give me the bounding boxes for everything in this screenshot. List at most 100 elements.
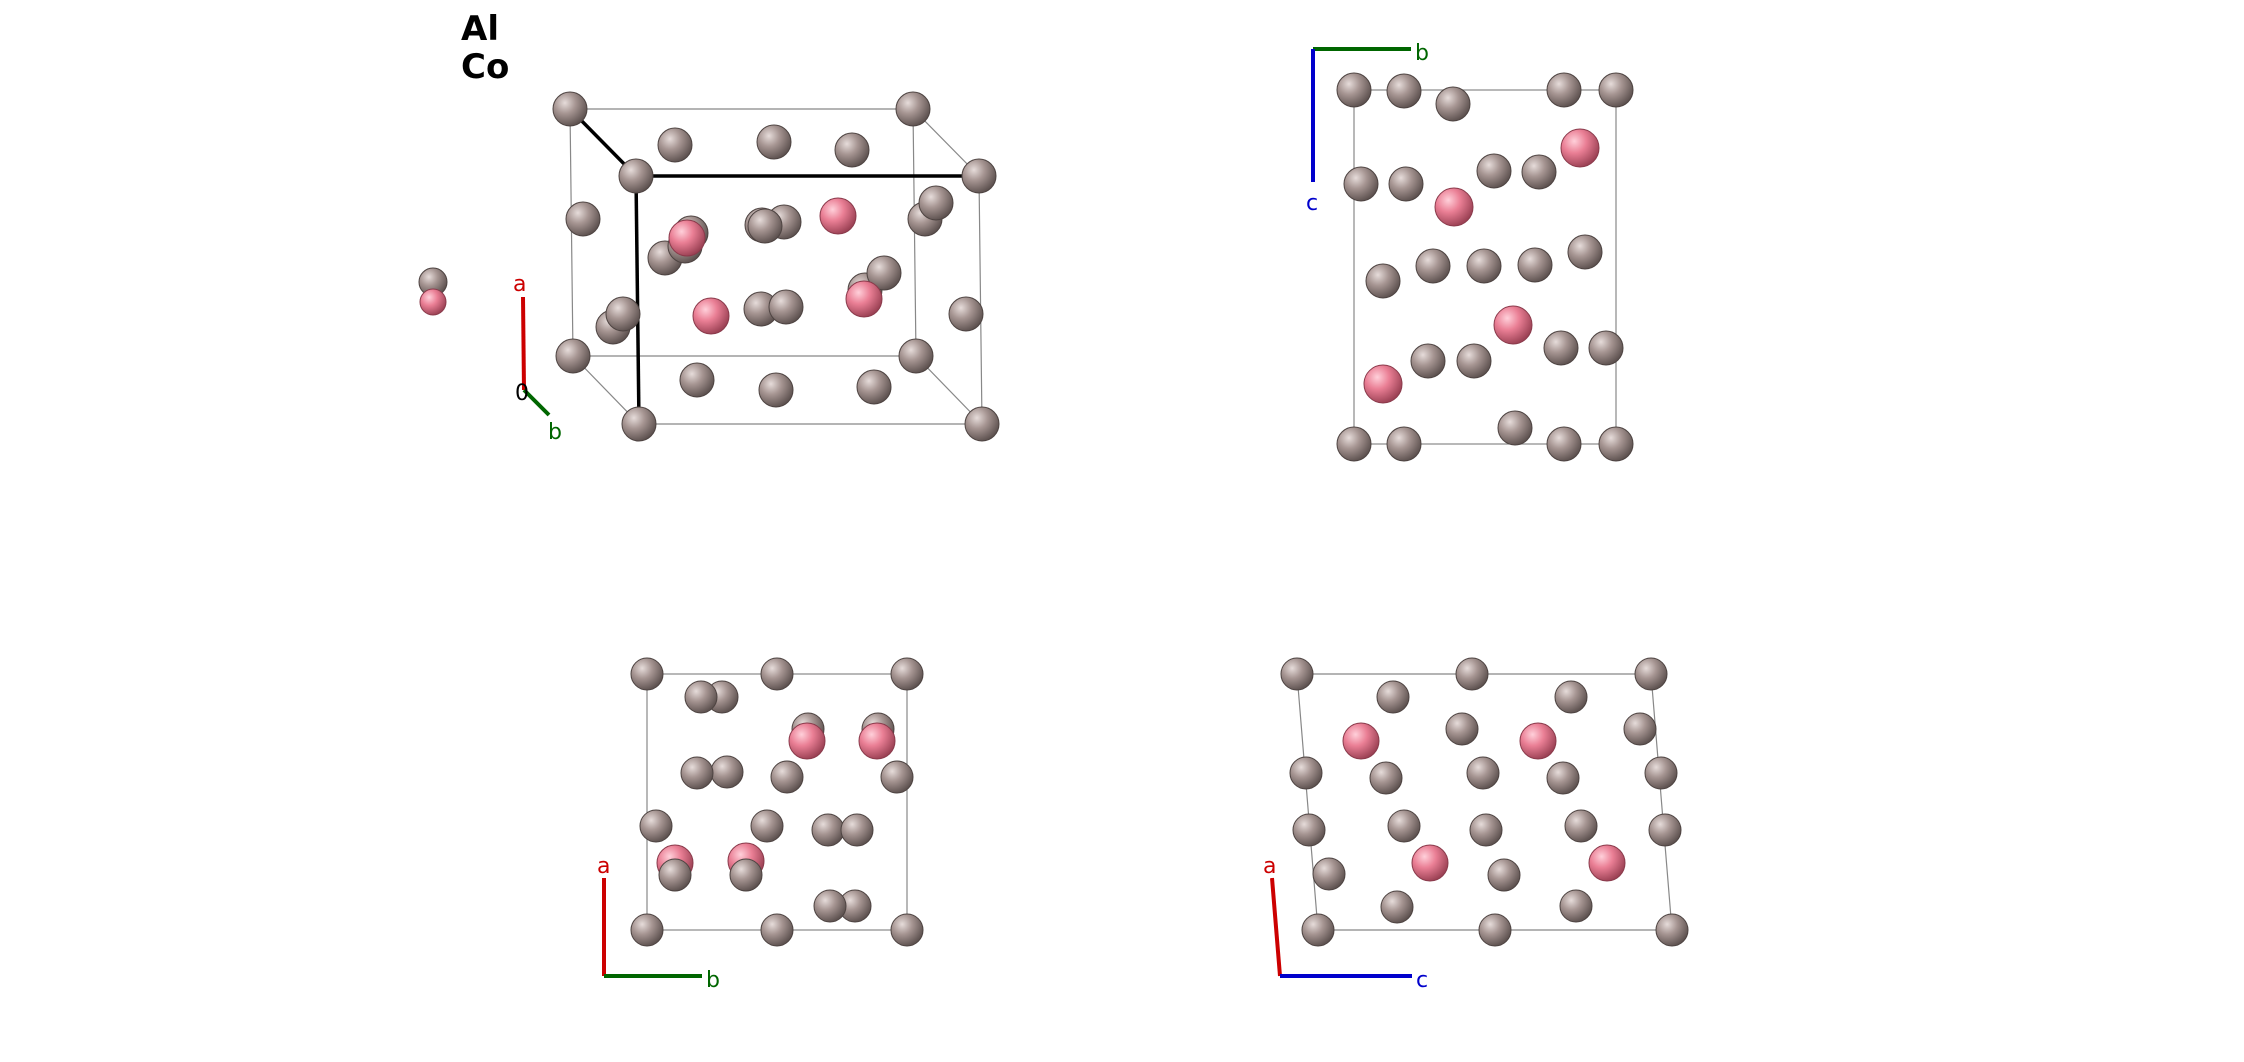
atom-al bbox=[1517, 247, 1553, 283]
atom-al bbox=[813, 889, 847, 923]
atom-al bbox=[1588, 330, 1624, 366]
atom-al bbox=[1343, 166, 1379, 202]
atom-al bbox=[1546, 72, 1582, 108]
atom-al bbox=[1476, 153, 1512, 189]
atom-al bbox=[657, 127, 693, 163]
axis-label-a: a bbox=[513, 272, 526, 297]
atom-al bbox=[1292, 813, 1326, 847]
atom-al bbox=[1648, 813, 1682, 847]
axis-label-b: b bbox=[706, 968, 720, 993]
atom-al bbox=[1559, 889, 1593, 923]
atom-al bbox=[1564, 809, 1598, 843]
atom-al bbox=[1380, 890, 1414, 924]
atom-al bbox=[552, 91, 588, 127]
atom-al bbox=[1336, 72, 1372, 108]
atom-co bbox=[788, 722, 826, 760]
atom-co bbox=[419, 288, 447, 316]
atom-al bbox=[684, 680, 718, 714]
atom-al bbox=[1365, 263, 1401, 299]
atom-al bbox=[1478, 913, 1512, 947]
atom-al bbox=[1289, 756, 1323, 790]
atom-al bbox=[1387, 809, 1421, 843]
atom-al bbox=[1521, 154, 1557, 190]
atom-co bbox=[1411, 844, 1449, 882]
atom-al bbox=[1466, 248, 1502, 284]
atom-al bbox=[621, 406, 657, 442]
atom-al bbox=[630, 657, 664, 691]
atom-co bbox=[668, 219, 706, 257]
atom-al bbox=[918, 185, 954, 221]
axis-label-c: c bbox=[1416, 968, 1428, 993]
atom-al bbox=[866, 255, 902, 291]
atom-co bbox=[1342, 722, 1380, 760]
atom-al bbox=[856, 369, 892, 405]
atom-al bbox=[747, 208, 783, 244]
atom-al bbox=[1376, 680, 1410, 714]
atom-al bbox=[729, 858, 763, 892]
axis-label-b: b bbox=[548, 420, 562, 445]
atom-al bbox=[618, 158, 654, 194]
atom-al bbox=[1634, 657, 1668, 691]
atom-al bbox=[1415, 248, 1451, 284]
atom-al bbox=[1369, 761, 1403, 795]
atom-al bbox=[1435, 86, 1471, 122]
atom-al bbox=[768, 289, 804, 325]
atom-al bbox=[898, 338, 934, 374]
atom-al bbox=[890, 657, 924, 691]
atom-al bbox=[895, 91, 931, 127]
atom-al bbox=[1469, 813, 1503, 847]
atom-al bbox=[1546, 761, 1580, 795]
atom-al bbox=[1280, 657, 1314, 691]
atom-al bbox=[1623, 712, 1657, 746]
axis-triad-b-c: b c bbox=[1306, 41, 1429, 216]
panel-view-a-b: a b bbox=[597, 657, 924, 993]
atom-co bbox=[1588, 844, 1626, 882]
panel-view-b-c: b c bbox=[1306, 41, 1634, 462]
atom-al bbox=[1598, 72, 1634, 108]
atom-al bbox=[750, 809, 784, 843]
unit-cell-outline bbox=[1353, 89, 1617, 445]
atom-co bbox=[1493, 305, 1533, 345]
atom-al bbox=[756, 124, 792, 160]
atom-al bbox=[1655, 913, 1689, 947]
unit-cell-outline bbox=[646, 673, 908, 931]
atom-co bbox=[1363, 364, 1403, 404]
atom-al bbox=[1644, 756, 1678, 790]
atom-al bbox=[680, 756, 714, 790]
axis-label-a: a bbox=[597, 854, 610, 879]
atom-al bbox=[1386, 426, 1422, 462]
legend-entry-co: Co bbox=[461, 47, 510, 87]
axis-triad-perspective: a b 0 bbox=[513, 272, 562, 445]
atom-al bbox=[1543, 330, 1579, 366]
atom-al bbox=[630, 913, 664, 947]
atom-al bbox=[710, 755, 744, 789]
atom-al bbox=[1466, 756, 1500, 790]
atom-al bbox=[1497, 410, 1533, 446]
atom-al bbox=[1388, 166, 1424, 202]
atom-co bbox=[692, 297, 730, 335]
atom-al bbox=[758, 372, 794, 408]
atom-co bbox=[858, 722, 896, 760]
atom-al bbox=[1336, 426, 1372, 462]
atom-al bbox=[565, 201, 601, 237]
atom-al bbox=[1554, 680, 1588, 714]
atom-al bbox=[890, 913, 924, 947]
atom-co bbox=[819, 197, 857, 235]
panel-view-a-c: a c bbox=[1263, 657, 1689, 993]
atom-co bbox=[1560, 128, 1600, 168]
atom-al bbox=[1455, 657, 1489, 691]
atom-al bbox=[770, 760, 804, 794]
atom-al bbox=[961, 158, 997, 194]
axis-label-c: c bbox=[1306, 191, 1318, 216]
axis-label-a: a bbox=[1263, 854, 1276, 879]
element-legend: Al Co bbox=[461, 10, 509, 86]
panel-perspective-view: a b 0 bbox=[418, 91, 1000, 445]
atom-al bbox=[760, 913, 794, 947]
atom-al bbox=[639, 809, 673, 843]
atom-co bbox=[845, 280, 883, 318]
atom-al bbox=[555, 338, 591, 374]
atom-al bbox=[834, 132, 870, 168]
atom-al bbox=[1445, 712, 1479, 746]
atom-al bbox=[948, 296, 984, 332]
